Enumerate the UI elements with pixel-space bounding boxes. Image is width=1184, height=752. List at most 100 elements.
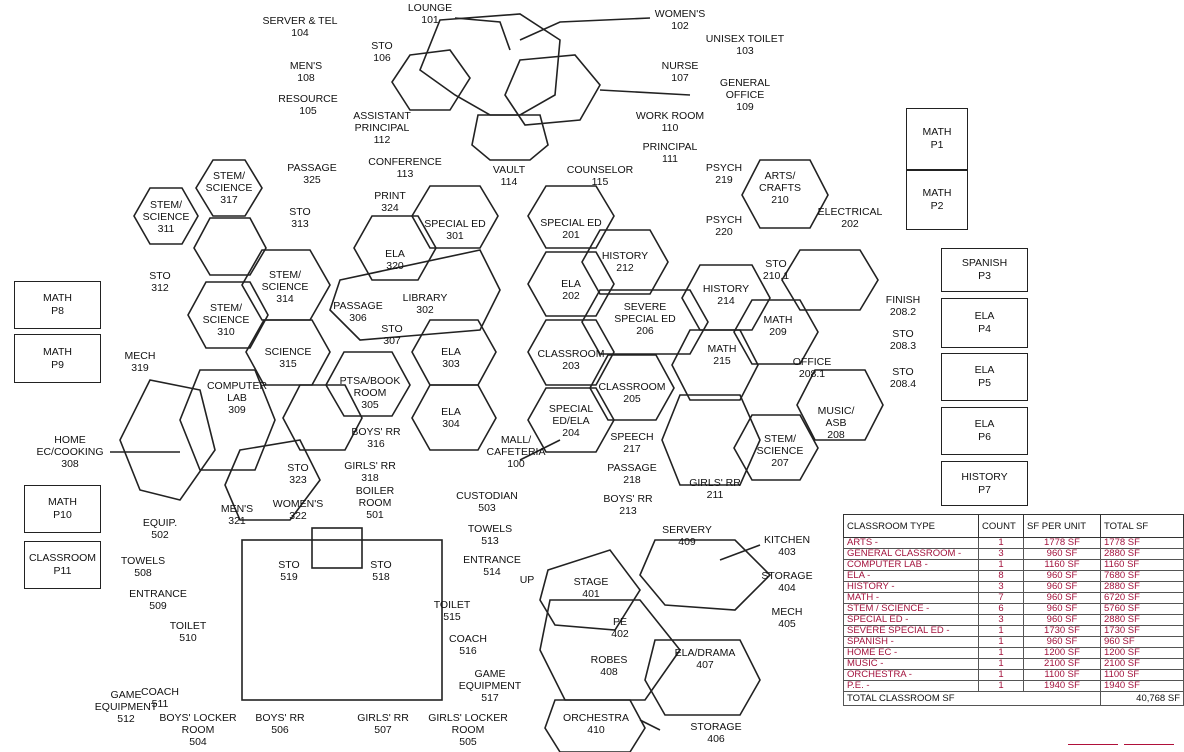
room-outline-209 (733, 299, 819, 365)
cell-sf-per-unit: 960 SF (1023, 548, 1101, 560)
room-outline-302 (329, 249, 501, 341)
room-outline-317 (195, 159, 263, 217)
cell-total-sf: 1730 SF (1100, 625, 1184, 637)
cell-classroom-type: MUSIC - (843, 658, 979, 670)
cell-count: 6 (978, 603, 1024, 615)
cell-sf-per-unit: 960 SF (1023, 570, 1101, 582)
cell-total-sf: 1200 SF (1100, 647, 1184, 659)
cell-count: 3 (978, 614, 1024, 626)
room-outline-313 (193, 217, 267, 276)
cell-classroom-type: GENERAL CLASSROOM - (843, 548, 979, 560)
cell-classroom-type: HOME EC - (843, 647, 979, 659)
room-outline-410 (544, 699, 646, 752)
cell-total-sf: 1100 SF (1100, 669, 1184, 681)
room-outline-320 (353, 215, 437, 281)
cell-count: 3 (978, 581, 1024, 593)
cell-sf-per-unit: 960 SF (1023, 636, 1101, 648)
room-outline-207 (733, 414, 819, 481)
leader-line-lounge (454, 17, 511, 51)
header-classroom-type: CLASSROOM TYPE (843, 514, 979, 538)
cell-classroom-type: SEVERE SPECIAL ED - (843, 625, 979, 637)
cell-sf-per-unit: 2100 SF (1023, 658, 1101, 670)
leader-line-kitchen (719, 544, 761, 561)
cell-total-sf: 1160 SF (1100, 559, 1184, 571)
cell-sf-per-unit: 960 SF (1023, 592, 1101, 604)
cell-classroom-type: HISTORY - (843, 581, 979, 593)
room-outline-office (504, 54, 601, 126)
cell-count: 1 (978, 559, 1024, 571)
cell-total-sf: 1778 SF (1100, 537, 1184, 549)
cell-total-sf: 2880 SF (1100, 614, 1184, 626)
room-outline-208 (796, 369, 884, 441)
cell-count: 1 (978, 680, 1024, 692)
room-outline-admin (419, 13, 561, 116)
cell-count: 7 (978, 592, 1024, 604)
room-outline-211 (661, 394, 761, 486)
cell-count: 1 (978, 658, 1024, 670)
room-outline-stage (539, 549, 641, 631)
cell-total-sf: 1940 SF (1100, 680, 1184, 692)
room-outline-resource (391, 49, 471, 111)
leader-line-orchestra (639, 719, 661, 731)
room-outline-214 (681, 264, 771, 331)
cell-sf-per-unit: 960 SF (1023, 581, 1101, 593)
cell-count: 1 (978, 669, 1024, 681)
cell-total-sf: 960 SF (1100, 636, 1184, 648)
cell-sf-per-unit: 960 SF (1023, 603, 1101, 615)
leader-line-mall (519, 439, 561, 461)
total-label: TOTAL CLASSROOM SF (843, 691, 1101, 706)
redline-mark-2 (1124, 744, 1174, 745)
room-outline-304 (411, 384, 497, 451)
room-outline-311 (133, 187, 199, 245)
leader-line-womens (519, 17, 651, 41)
header-total-sf: TOTAL SF (1100, 514, 1184, 538)
cell-sf-per-unit: 1100 SF (1023, 669, 1101, 681)
header-sf-per-unit: SF PER UNIT (1023, 514, 1101, 538)
